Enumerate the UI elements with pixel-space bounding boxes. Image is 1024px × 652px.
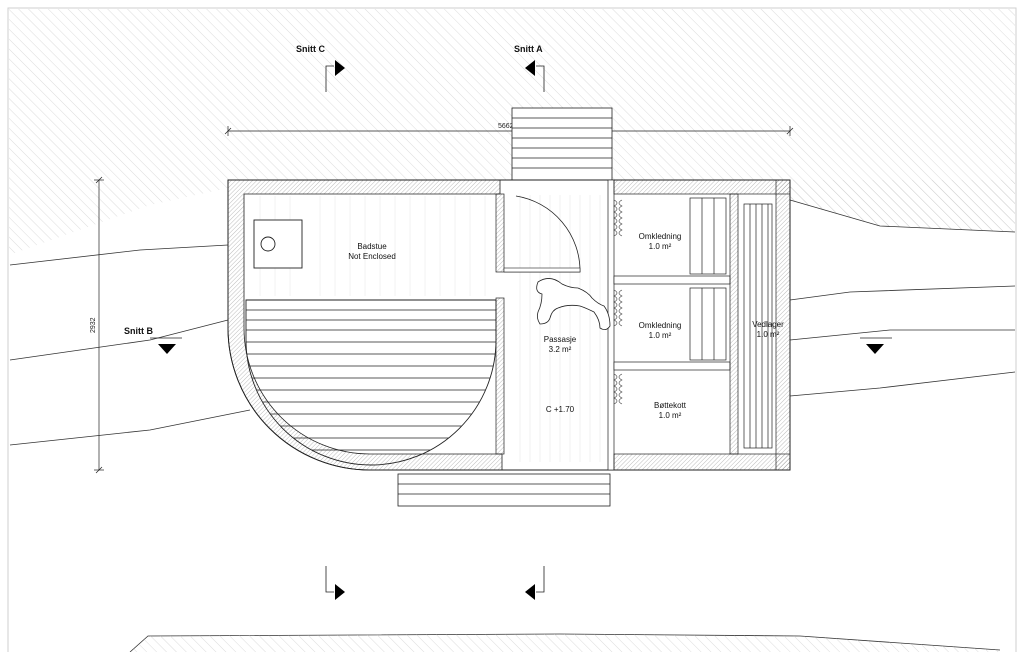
sauna-door-swing	[504, 195, 581, 273]
section-marker-b-right	[860, 337, 892, 354]
dimension-width	[224, 126, 794, 136]
room-vedlager-name: Vedlager	[752, 320, 784, 329]
partition-omk-2	[613, 361, 731, 371]
sauna-partition	[495, 193, 505, 273]
section-marker-a-top	[525, 60, 545, 92]
terrain-hatch-right	[790, 180, 1015, 232]
entry-step-bottom	[397, 473, 611, 507]
sauna-door	[503, 267, 581, 273]
section-c-label: Snitt C	[296, 44, 325, 54]
room-omkledning-2-area: 1.0 m²	[649, 331, 672, 340]
room-passasje-name: Passasje	[544, 335, 577, 344]
sauna-partition-low	[495, 297, 505, 455]
partition-vedlager	[729, 193, 739, 455]
sauna-floor	[259, 196, 486, 296]
dimension-depth	[94, 176, 104, 474]
room-badstue-note: Not Enclosed	[348, 252, 396, 261]
sauna-wall	[227, 179, 503, 471]
room-passasje-area: 3.2 m²	[549, 345, 572, 354]
firewood-rack	[743, 203, 773, 449]
room-passasje-level: C +1.70	[546, 405, 575, 414]
section-marker-c-bottom	[325, 566, 345, 600]
entry-steps-top	[511, 107, 613, 181]
room-omkledning-1-name: Omkledning	[639, 232, 682, 241]
dimension-depth-label: 2932	[90, 317, 97, 333]
section-marker-a-bottom	[525, 566, 545, 600]
room-badstue-name: Badstue	[357, 242, 387, 251]
partition-omk-1	[613, 275, 731, 285]
terrain-hatch-bottom	[130, 634, 1000, 652]
room-omkledning-1-area: 1.0 m²	[649, 242, 672, 251]
section-marker-b-left	[150, 337, 182, 354]
room-omkledning-2-name: Omkledning	[639, 321, 682, 330]
bottom-wall-right	[613, 453, 791, 471]
section-a-label: Snitt A	[514, 44, 543, 54]
dimension-width-label: 5662	[498, 123, 514, 130]
section-marker-c-top	[325, 60, 345, 92]
stove-chimney-icon	[260, 236, 276, 252]
east-wall	[775, 179, 791, 471]
coat-hooks	[613, 199, 623, 405]
drawing-frame	[7, 7, 1017, 652]
changing-benches	[689, 197, 727, 361]
top-wall-right	[613, 179, 791, 195]
person-figure-icon	[536, 278, 611, 330]
passage-floor	[519, 195, 601, 462]
section-b-label: Snitt B	[124, 326, 153, 336]
room-bottekott-name: Bøttekott	[654, 401, 687, 410]
room-bottekott-area: 1.0 m²	[659, 411, 682, 420]
sauna-bench-edge	[245, 299, 497, 466]
room-vedlager-area: 1.0 m²	[757, 330, 780, 339]
